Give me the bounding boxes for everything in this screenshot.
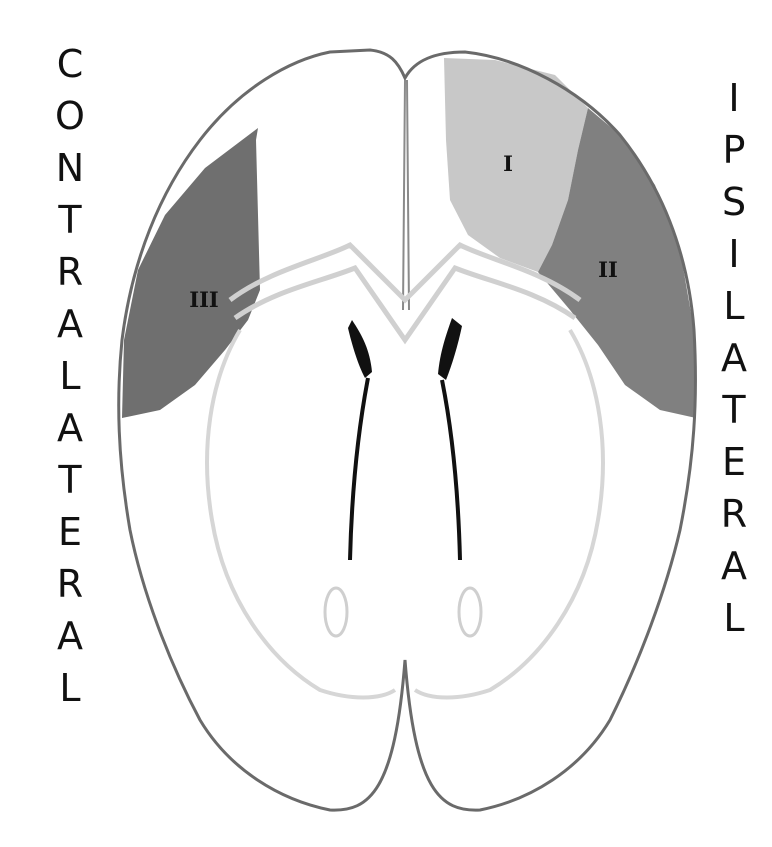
region-ii-label: II (598, 257, 618, 282)
region-i-label: I (503, 151, 513, 176)
left-tract-oval (325, 588, 347, 636)
midline-fissure (403, 80, 409, 310)
left-ventricle (348, 320, 372, 378)
region-iii-label: III (189, 287, 218, 312)
right-ventricle-tail (442, 380, 460, 560)
right-ventricle (438, 318, 462, 380)
right-tract-oval (459, 588, 481, 636)
region-iii-shading (122, 128, 260, 418)
left-ventricle-tail (350, 378, 368, 560)
